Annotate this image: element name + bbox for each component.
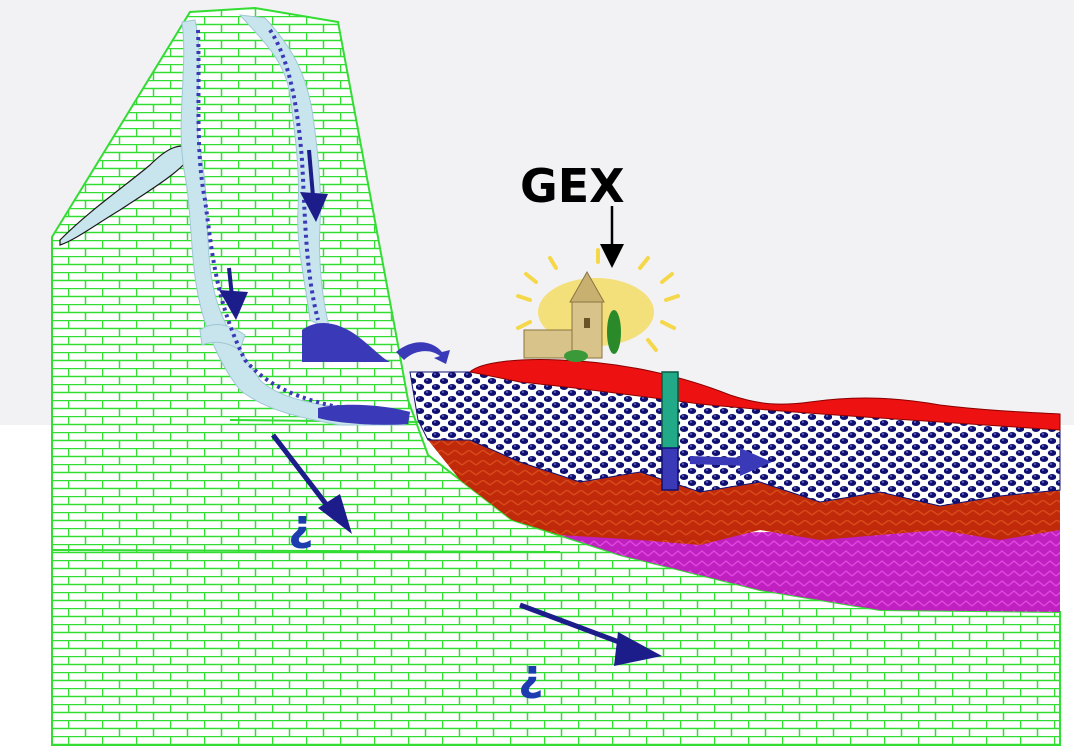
water-well-icon (662, 372, 678, 450)
bush (564, 350, 588, 362)
church-tower (572, 300, 602, 358)
well-screen (662, 448, 678, 490)
unknown-flow-mark-lower: ¿ (518, 650, 544, 701)
groundwater-flow-arrow (690, 460, 748, 462)
church-window (584, 318, 590, 328)
unknown-flow-mark-upper: ¿ (288, 500, 314, 551)
cypress-tree (607, 310, 621, 354)
town-label: GEX (520, 159, 625, 213)
